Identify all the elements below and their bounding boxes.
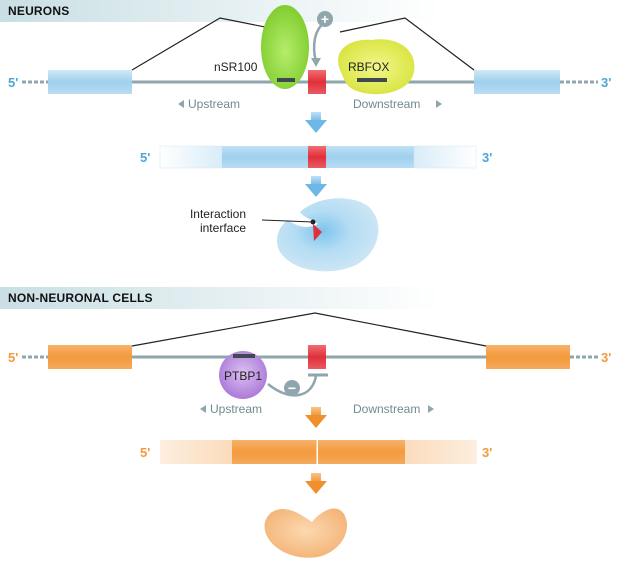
rbfox-label: RBFOX	[348, 60, 389, 74]
neurons-alternative-exon	[308, 70, 326, 94]
non-neuronal-mrna-upstream-exon	[232, 440, 317, 464]
non-neuronal-splicing-arrow	[305, 407, 327, 428]
neurons-mrna-3prime-label: 3'	[482, 150, 492, 165]
interaction-label-line2: interface	[200, 221, 246, 235]
non-neuronal-mrna-3prime-label: 3'	[482, 445, 492, 460]
nsr100-protein	[261, 5, 309, 89]
non-neuronal-repression-arc	[267, 375, 318, 397]
neurons-mrna-alternative-exon	[308, 146, 326, 168]
non-neuronal-mrna-downstream-exon	[318, 440, 405, 464]
nsr100-binding-site	[277, 78, 295, 82]
neuronal-protein	[276, 198, 379, 272]
non-neuronal-protein	[264, 508, 348, 558]
neurons-mrna-upstream-exon	[222, 146, 308, 168]
interaction-leader-line	[261, 219, 314, 223]
non-neuronal-splice-line	[131, 312, 487, 347]
non-neuronal-upstream-arrow-icon	[200, 405, 206, 413]
neurons-mrna-5utr	[159, 145, 223, 169]
non-neuronal-alternative-exon	[308, 345, 326, 369]
nsr100-label: nSR100	[214, 60, 258, 74]
non-neuronal-header-title: NON-NEURONAL CELLS	[8, 291, 153, 305]
neurons-splicing-arrow	[305, 112, 327, 133]
non-neuronal-upstream-exon	[48, 345, 132, 369]
ptbp1-label: PTBP1	[224, 369, 262, 383]
plus-symbol: +	[321, 11, 329, 27]
neurons-mrna-downstream-exon	[326, 146, 414, 168]
neurons-splice-line-left	[131, 17, 281, 71]
non-neuronal-5prime-label: 5'	[8, 350, 18, 365]
non-neuronal-mrna-3utr	[405, 440, 477, 464]
neurons-upstream-exon	[48, 70, 132, 94]
non-neuronal-translation-arrow	[305, 473, 327, 494]
minus-icon	[284, 380, 300, 396]
neurons-downstream-label: Downstream	[353, 97, 420, 111]
neurons-upstream-label: Upstream	[188, 97, 240, 111]
neurons-downstream-arrow-icon	[436, 100, 442, 108]
neurons-header-title: NEURONS	[8, 4, 70, 18]
neurons-5prime-label: 5'	[8, 75, 18, 90]
neurons-downstream-exon	[474, 70, 560, 94]
non-neuronal-downstream-label: Downstream	[353, 402, 420, 416]
non-neuronal-downstream-arrow-icon	[428, 405, 434, 413]
non-neuronal-upstream-label: Upstream	[210, 402, 262, 416]
non-neuronal-header-bar	[0, 287, 440, 309]
rbfox-binding-site	[357, 78, 387, 82]
neurons-splice-line-right	[339, 17, 475, 71]
plus-icon	[317, 11, 333, 27]
minus-symbol: −	[288, 380, 296, 396]
neurons-upstream-arrow-icon	[178, 100, 184, 108]
non-neuronal-section-header: NON-NEURONAL CELLS	[0, 287, 440, 309]
neurons-mrna-3utr	[413, 145, 477, 169]
non-neuronal-downstream-exon	[486, 345, 570, 369]
neurons-enhancer-arc	[312, 20, 326, 63]
neurons-3prime-label: 3'	[601, 75, 611, 90]
neuronal-protein-red-domain	[313, 224, 322, 241]
ptbp1-protein	[219, 351, 267, 399]
non-neuronal-3prime-label: 3'	[601, 350, 611, 365]
neurons-enhancer-arrowhead	[311, 58, 321, 67]
interaction-label-line1: Interaction	[190, 207, 246, 221]
neurons-mrna-5prime-label: 5'	[140, 150, 150, 165]
ptbp1-binding-site	[233, 354, 255, 358]
neurons-translation-arrow	[305, 176, 327, 197]
non-neuronal-mrna-5prime-label: 5'	[140, 445, 150, 460]
interaction-point	[310, 219, 316, 225]
neurons-mature-mrna	[159, 145, 477, 169]
non-neuronal-mature-mrna	[160, 440, 477, 464]
non-neuronal-mrna-5utr	[160, 440, 232, 464]
